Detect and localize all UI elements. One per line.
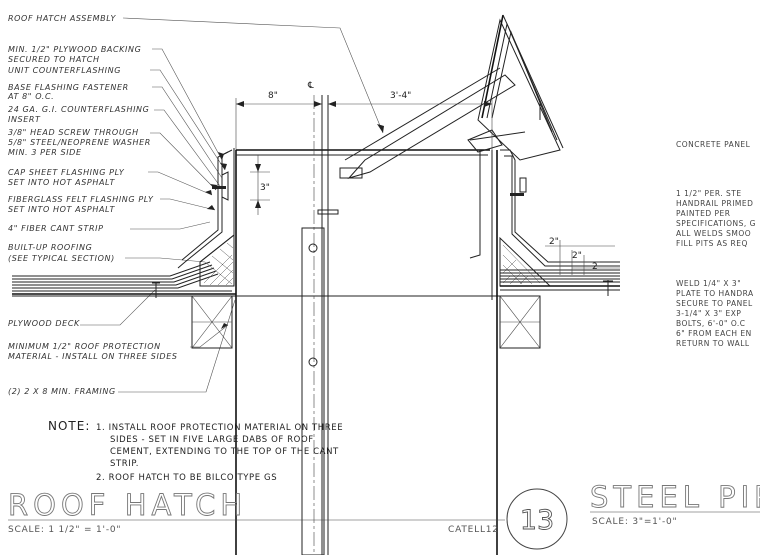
callout-head-screw-3: MIN. 3 PER SIDE (8, 148, 82, 157)
callout-roof-protection-1: MINIMUM 1/2" ROOF PROTECTION (8, 342, 161, 351)
right-callout-8: PLATE TO HANDRA (676, 289, 754, 298)
callout-cap-sheet-1: CAP SHEET FLASHING PLY (8, 168, 125, 177)
right-callout-10: 3-1/4" x 3" EXP (676, 309, 741, 318)
note-heading: NOTE: (48, 419, 90, 433)
callout-head-screw-1: 3/8" HEAD SCREW THROUGH (8, 128, 139, 137)
callout-fiberglass-1: FIBERGLASS FELT FLASHING PLY (8, 195, 154, 204)
callout-base-flashing-1: BASE FLASHING FASTENER (8, 83, 129, 92)
detail-title: ROOF HATCH (8, 488, 247, 522)
roofing-layers-left (12, 261, 236, 298)
right-callout-12: 6" FROM EACH EN (676, 329, 752, 338)
right-callout-3: PAINTED PER (676, 209, 730, 218)
right-callout-2: HANDRAIL PRIMED (676, 199, 753, 208)
callout-cap-sheet-2: SET INTO HOT ASPHALT (8, 178, 116, 187)
callout-head-screw-2: 5/8" STEEL/NEOPRENE WASHER (8, 138, 151, 147)
callout-base-flashing-2: AT 8" O.C. (7, 92, 54, 101)
callout-framing: (2) 2 X 8 MIN. FRAMING (8, 387, 116, 396)
right-callout-7: WELD 1/4" x 3" (676, 279, 741, 288)
right-callout-9: SECURE TO PANEL (676, 299, 753, 308)
curb-right (467, 129, 620, 555)
right-callout-13: RETURN TO WALL (676, 339, 750, 348)
notes: NOTE: 1. INSTALL ROOF PROTECTION MATERIA… (48, 419, 343, 483)
note-line-3: CEMENT, EXTENDING TO THE TOP OF THE CANT (110, 447, 339, 457)
callout-roof-protection-2: MATERIAL - INSTALL ON THREE SIDES (8, 352, 178, 361)
curb-left (177, 148, 237, 555)
hatch-frame (236, 14, 564, 555)
callout-unit-counterflashing: UNIT COUNTERFLASHING (8, 66, 121, 75)
right-callout-5: ALL WELDS SMOO (676, 229, 751, 238)
left-callouts: ROOF HATCH ASSEMBLY MIN. 1/2" PLYWOOD BA… (7, 14, 178, 396)
dimensions: 8" ℄ 3'-4" 3" 2" 2" 2 (235, 81, 620, 275)
right-callout-4: SPECIFICATIONS, G (676, 219, 756, 228)
callout-counterflashing-1: 24 GA. G.I. COUNTERFLASHING (8, 105, 149, 114)
next-detail-scale: SCALE: 3"=1'-0" (592, 517, 677, 527)
centerline-symbol: ℄ (307, 81, 314, 91)
title-block: ROOF HATCH SCALE: 1 1/2" = 1'-0" CATELL1… (8, 480, 760, 550)
note-line-5: 2. ROOF HATCH TO BE BILCO TYPE GS (96, 473, 277, 483)
callout-fiberglass-2: SET INTO HOT ASPHALT (8, 205, 116, 214)
callout-cant-strip: 4" FIBER CANT STRIP (8, 224, 104, 233)
right-callouts: CONCRETE PANEL 1 1/2" PER. STE HANDRAIL … (676, 140, 756, 348)
note-line-1: 1. INSTALL ROOF PROTECTION MATERIAL ON T… (96, 423, 343, 433)
next-detail-title: STEEL PIPE (590, 480, 760, 514)
note-line-4: STRIP. (110, 459, 139, 469)
dim-left-width: 8" (268, 91, 278, 101)
dim-right-b: 2" (572, 251, 582, 261)
dim-right-c: 2 (592, 262, 598, 272)
right-callout-11: BOLTS, 6'-0" O.C (676, 319, 746, 328)
right-callout-0: CONCRETE PANEL (676, 140, 751, 149)
right-callout-6: FILL PITS AS REQ (676, 239, 748, 248)
detail-ref: CATELL12 (448, 525, 499, 535)
detail-number: 13 (520, 505, 554, 536)
callout-built-up-2: (SEE TYPICAL SECTION) (8, 254, 115, 263)
callout-plywood-deck: PLYWOOD DECK (8, 319, 80, 328)
callout-plywood-backing-1: MIN. 1/2" PLYWOOD BACKING (8, 45, 141, 54)
right-callout-1: 1 1/2" PER. STE (676, 189, 742, 198)
callout-plywood-backing-2: SECURED TO HATCH (8, 55, 100, 64)
note-line-2: SIDES - SET IN FIVE LARGE DABS OF ROOF (110, 435, 314, 445)
callout-roof-hatch-assembly: ROOF HATCH ASSEMBLY (8, 14, 117, 23)
dim-right-width: 3'-4" (390, 91, 411, 101)
leader-lines (80, 17, 384, 393)
callout-counterflashing-2: INSERT (8, 115, 41, 124)
detail-scale: SCALE: 1 1/2" = 1'-0" (8, 525, 121, 535)
callout-built-up-1: BUILT-UP ROOFING (8, 243, 92, 252)
dim-right-a: 2" (549, 237, 559, 247)
dim-curb-drop: 3" (260, 183, 270, 193)
